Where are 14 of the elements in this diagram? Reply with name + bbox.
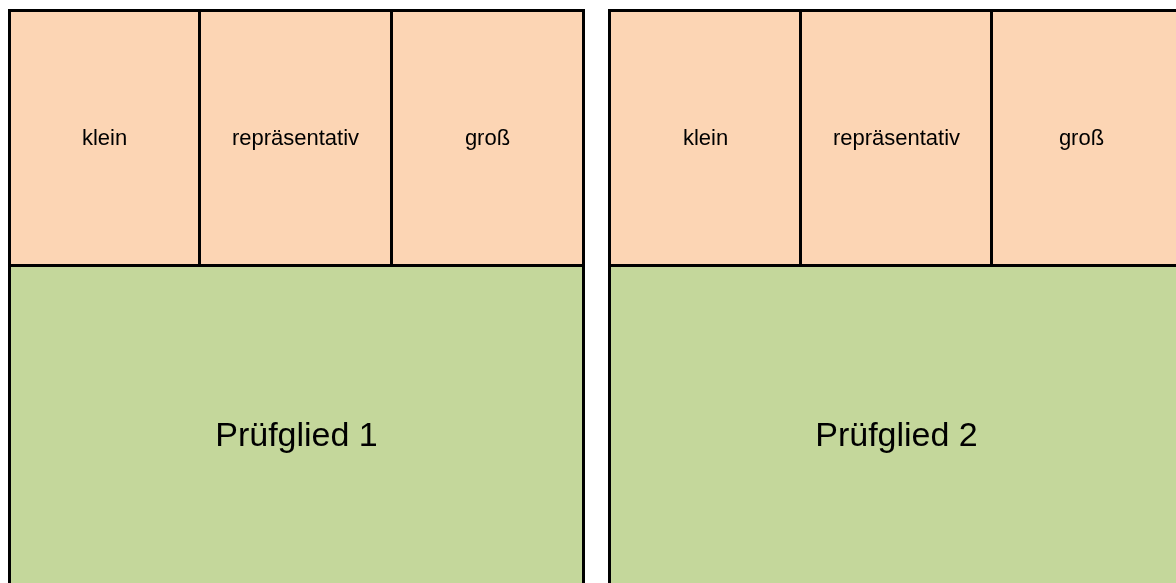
- category-cell: [990, 9, 1176, 267]
- test-member-box: [8, 264, 585, 583]
- cell-label: klein: [81, 125, 128, 151]
- category-cell: [390, 9, 585, 267]
- cell-label: repräsentativ: [231, 125, 360, 151]
- cell-label: repräsentativ: [832, 125, 961, 151]
- cell-label: klein: [682, 125, 729, 151]
- category-cell: [8, 9, 201, 267]
- cell-label: Prüfglied 1: [215, 414, 378, 454]
- cell-label: Prüfglied 2: [815, 414, 978, 454]
- test-member-box: [608, 264, 1176, 583]
- cell-label: groß: [1058, 125, 1105, 151]
- cell-label: groß: [464, 125, 511, 151]
- category-cell: [198, 9, 393, 267]
